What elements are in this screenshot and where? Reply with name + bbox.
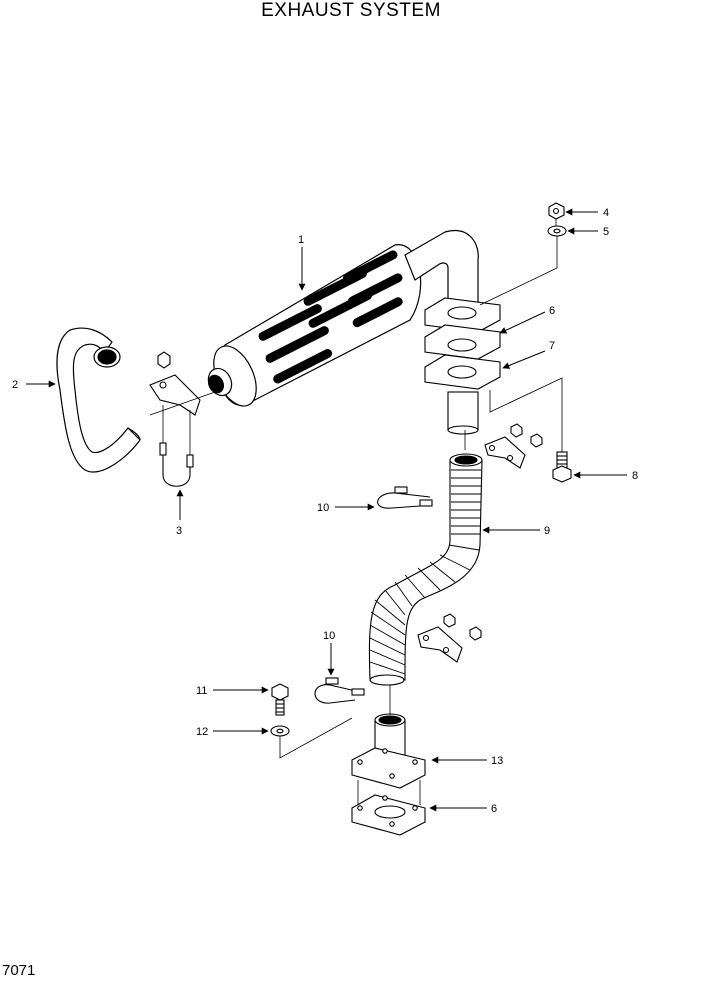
callout-4: 4	[603, 207, 609, 219]
muffler-part	[207, 229, 479, 407]
callout-10-lower: 10	[323, 630, 335, 642]
callout-8: 8	[632, 470, 638, 482]
callout-11: 11	[196, 685, 207, 697]
nut-washer-part	[547, 202, 567, 237]
callout-1: 1	[298, 234, 304, 246]
callout-arrows	[26, 208, 627, 812]
bolt-part	[552, 451, 572, 483]
clamp-left-part	[149, 351, 201, 487]
page-title: EXHAUST SYSTEM	[261, 0, 441, 21]
callout-2: 2	[12, 379, 18, 391]
callout-12: 12	[196, 726, 208, 738]
tailpipe-part	[56, 327, 141, 473]
clamp-lower-part	[314, 613, 482, 704]
callout-6-upper: 6	[549, 305, 555, 317]
callout-3: 3	[176, 525, 182, 537]
callout-labels: 1 2 3 4 5 6 7 8 9 10 10 11 12 13 6	[12, 207, 638, 815]
callout-5: 5	[603, 226, 609, 238]
clamp-upper-part	[377, 423, 543, 509]
callout-9: 9	[544, 525, 550, 537]
flange-upper-part	[424, 297, 501, 435]
callout-6-lower: 6	[491, 803, 497, 815]
callout-10-upper: 10	[317, 502, 329, 514]
bolt-washer-lower-part	[270, 683, 290, 737]
callout-13: 13	[491, 755, 503, 767]
flex-pipe-part	[368, 453, 483, 686]
assembly-lines	[149, 219, 563, 805]
page-number: 7071	[2, 962, 36, 979]
callout-7: 7	[549, 340, 555, 352]
flange-lower-part	[351, 713, 426, 836]
